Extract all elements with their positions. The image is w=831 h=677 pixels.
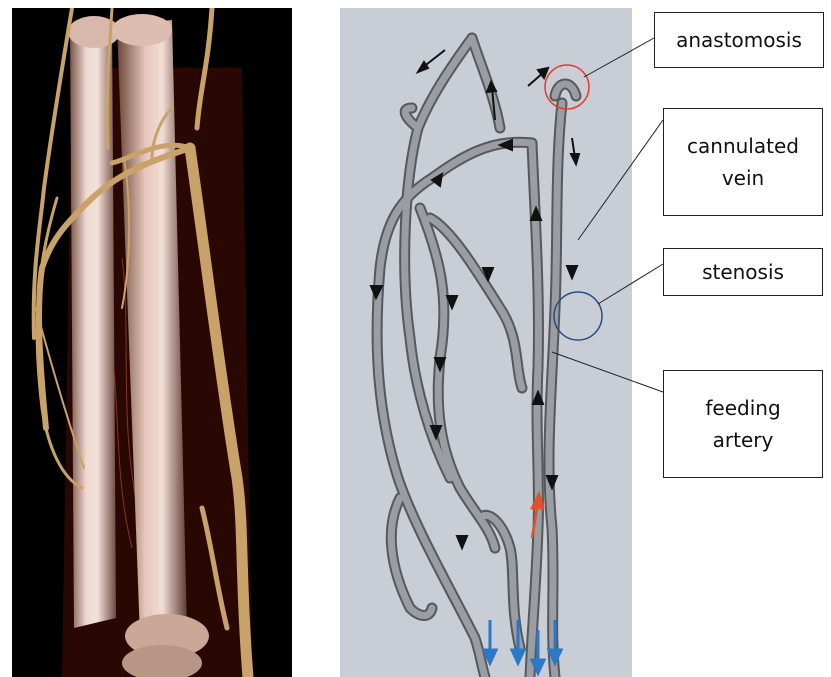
vessel-model-image	[340, 8, 632, 677]
ct-volume-rendering	[12, 8, 292, 677]
flow-arrow	[567, 266, 577, 278]
anastomosis-label: anastomosis	[654, 12, 824, 68]
flow-arrow	[528, 68, 548, 86]
anastomosis-label-text: anastomosis	[676, 24, 802, 56]
ulna-head	[112, 14, 172, 46]
radius-bone	[70, 22, 116, 628]
feeding-artery-label: feeding artery	[663, 370, 823, 478]
vessel-model-panel	[340, 8, 632, 677]
feeding-artery-label-text: feeding artery	[705, 392, 780, 456]
stenosis-label: stenosis	[663, 248, 823, 296]
flow-arrow	[571, 138, 579, 164]
flow-arrow	[418, 50, 445, 72]
cannulated-vein-label-text: cannulated vein	[687, 130, 799, 194]
forearm-ct-image	[12, 8, 292, 677]
cannulated-vein-label: cannulated vein	[663, 108, 823, 216]
stenosis-label-text: stenosis	[702, 256, 784, 288]
vessel-outline	[377, 38, 576, 677]
flow-arrow	[457, 536, 467, 548]
outflow-arrow	[484, 620, 496, 663]
